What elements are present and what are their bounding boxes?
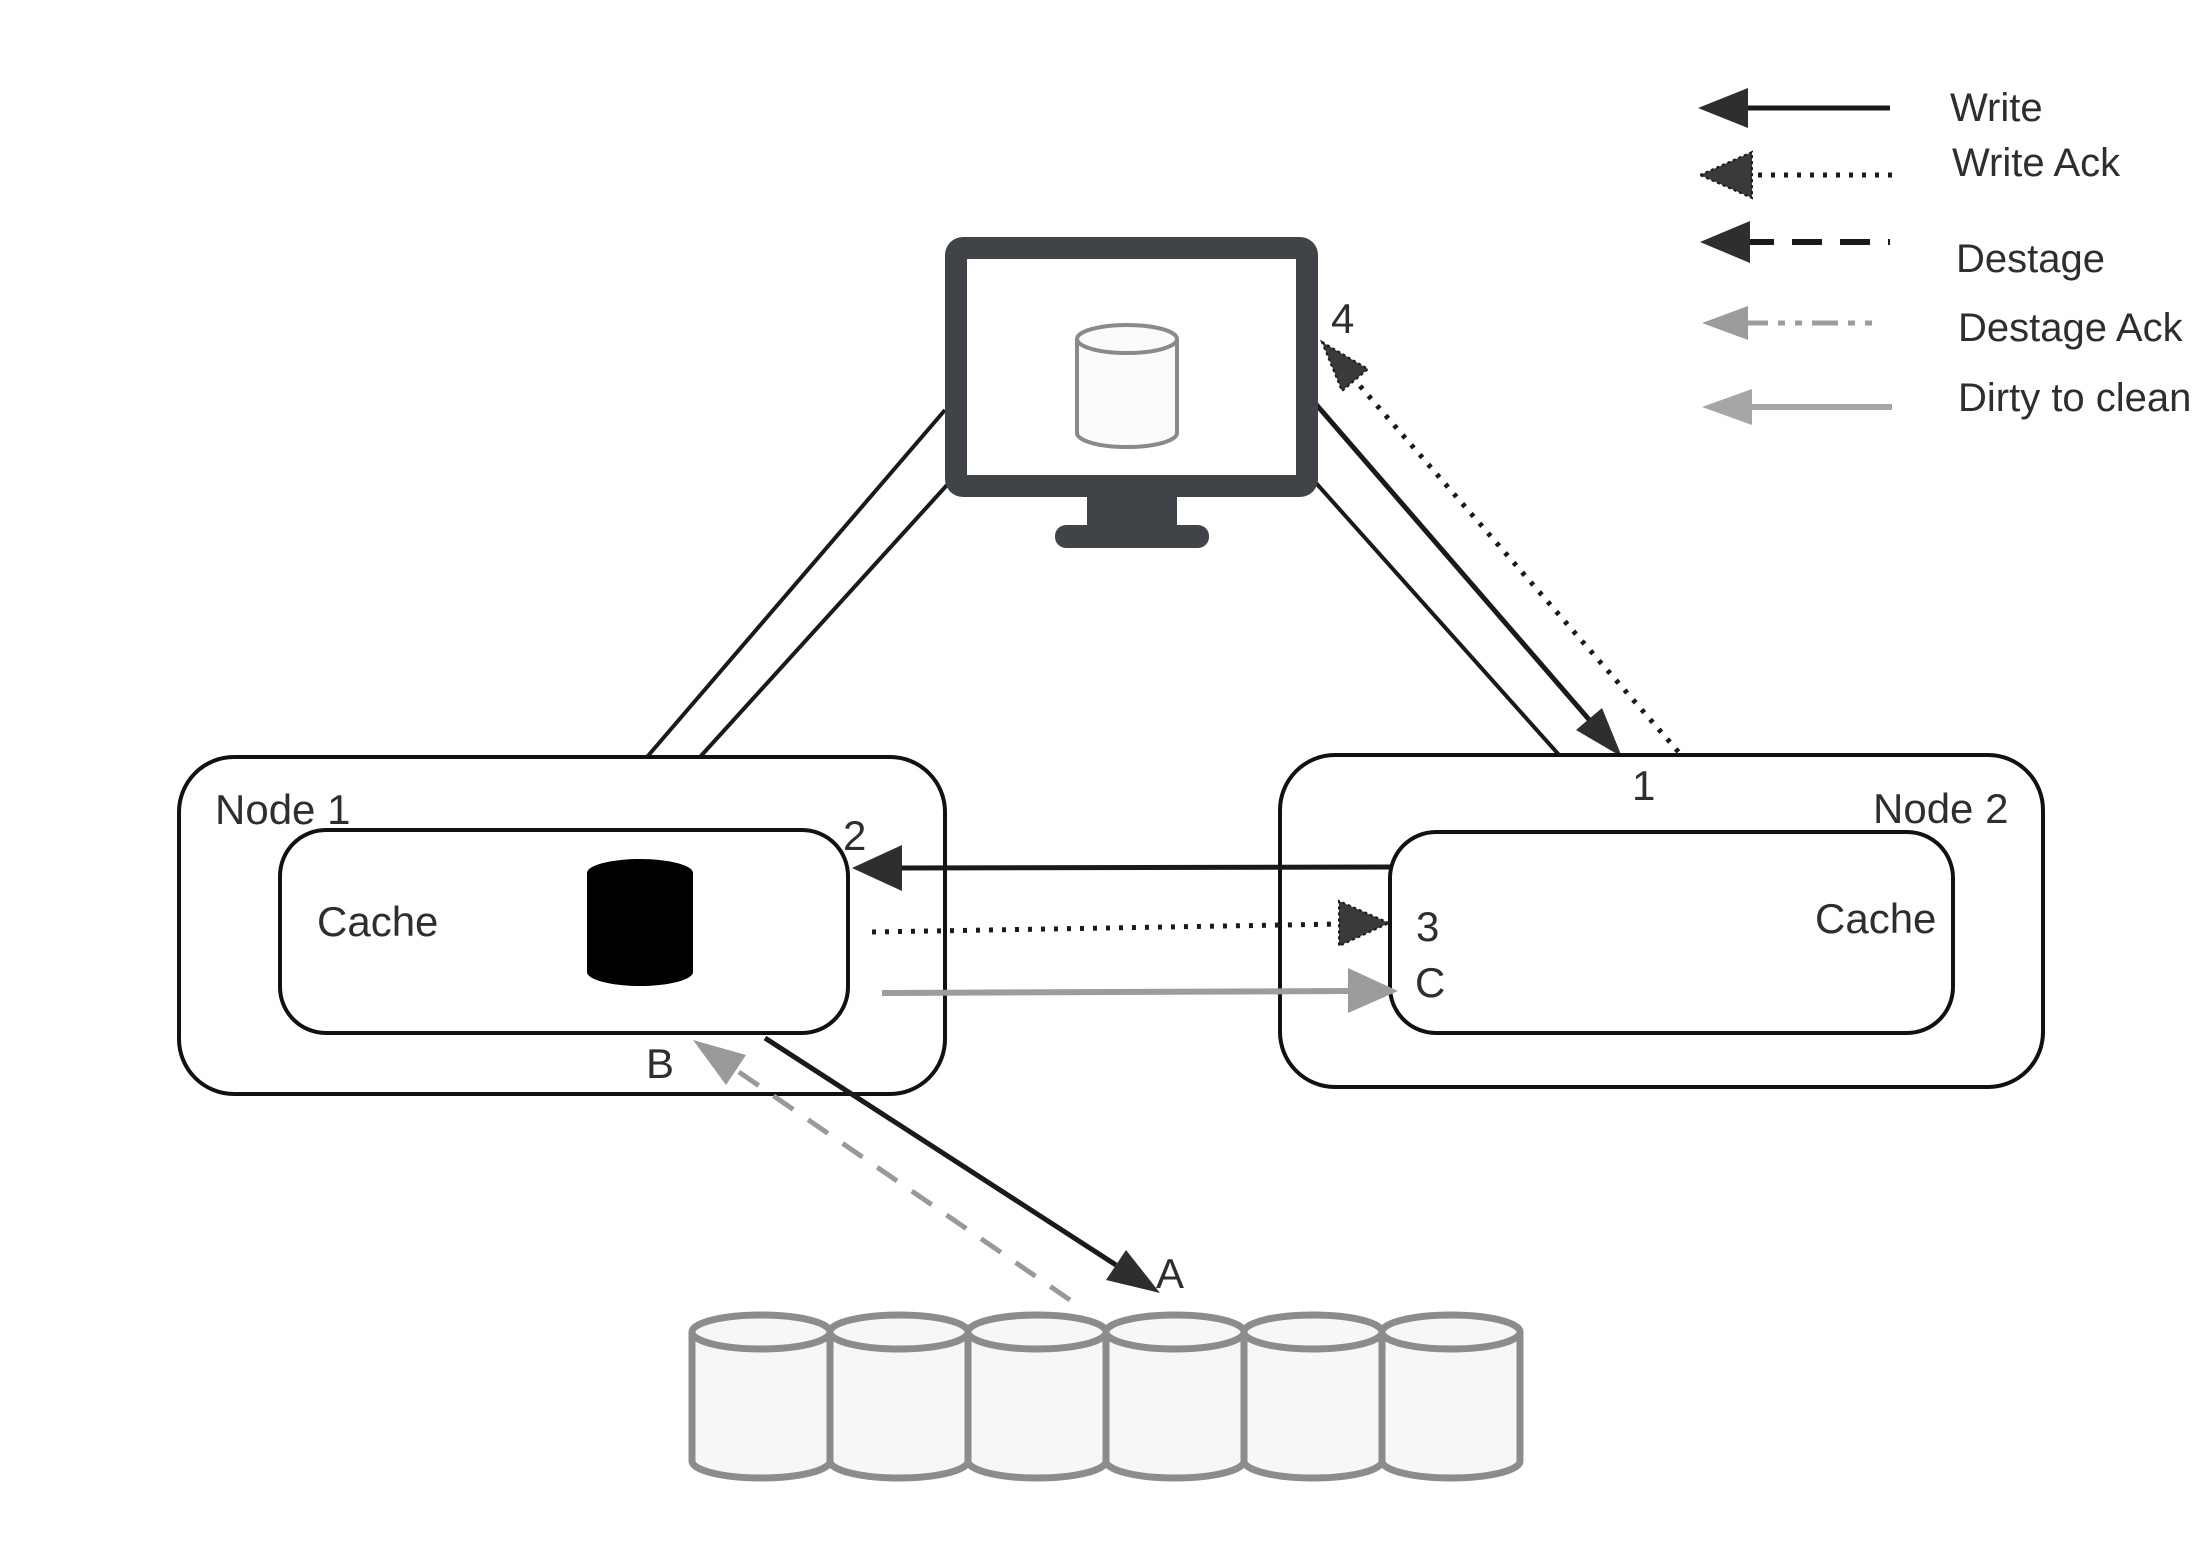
disk-cylinder-icon: [692, 1315, 830, 1478]
host-volume-cylinder-icon: [1075, 323, 1179, 449]
write-arrowhead-icon: [852, 845, 902, 891]
step-labels: 1 2 3 4 A B C: [646, 295, 1655, 1297]
write-ack-arrowhead-icon: [1697, 150, 1753, 200]
legend-item-write-ack: Write Ack: [1697, 141, 2121, 200]
dirty-to-clean-line: [881, 988, 1351, 996]
step-label-C: C: [1415, 959, 1445, 1006]
write-arrowhead-icon: [1698, 88, 1748, 128]
disk-cylinder-icon: [830, 1315, 968, 1478]
destage-ack-line: [734, 1067, 1072, 1303]
monitor-stand-base: [1055, 525, 1209, 548]
host-node1-link-line: [645, 408, 947, 759]
node1-cache-box: [278, 828, 850, 1035]
write-ack-line: [871, 921, 1342, 935]
legend-label-destage: Destage: [1956, 237, 2105, 281]
disk-cylinder-icon: [968, 1315, 1106, 1478]
node1-label: Node 1: [215, 786, 350, 833]
disk-array: [692, 1315, 1520, 1478]
legend-item-destage: Destage: [1700, 221, 2105, 281]
legend-label-write: Write: [1950, 86, 2043, 130]
dirty-data-cylinder-icon: [587, 859, 693, 986]
node2: Node 2 Cache: [1278, 753, 2045, 1089]
legend-item-write: Write: [1698, 86, 2043, 130]
destage-line: [763, 1035, 1118, 1268]
write-ack-line: [1358, 384, 1684, 758]
node1: Node 1 Cache: [177, 755, 947, 1096]
host-node2-link-line: [1314, 481, 1562, 758]
arrow-destage-node1-to-disks: [763, 1035, 1160, 1293]
node2-label: Node 2: [1873, 785, 2008, 832]
disk-cylinder-icon: [1106, 1315, 1244, 1478]
step-label-A: A: [1156, 1250, 1184, 1297]
step-label-4: 4: [1331, 295, 1354, 342]
legend-label-write-ack: Write Ack: [1952, 141, 2121, 185]
legend-item-destage-ack: Destage Ack: [1702, 306, 2184, 350]
write-line: [897, 864, 1391, 871]
arrow-destageack-disks-to-node1: [693, 1040, 1072, 1303]
step-label-1: 1: [1632, 762, 1655, 809]
arrow-write-node2-to-node1: [852, 845, 1391, 891]
arrow-dirtytoclean-node1-to-node2: [881, 968, 1398, 1013]
legend-label-dirty-to-clean: Dirty to clean: [1958, 376, 2191, 420]
host-monitor-icon: [945, 237, 1318, 548]
dirty-to-clean-arrowhead-icon: [1348, 968, 1398, 1013]
step-label-2: 2: [843, 812, 866, 859]
step-label-B: B: [646, 1040, 674, 1087]
disk-cylinder-icon: [1382, 1315, 1520, 1478]
arrow-writeack-node2-to-host: [1319, 339, 1684, 758]
write-arrowhead-icon: [1576, 708, 1622, 757]
write-line: [1306, 393, 1594, 725]
legend: Write Write Ack Destage Destage Ack Dirt…: [1697, 86, 2191, 425]
disk-cylinder-icon: [1244, 1315, 1382, 1478]
write-ack-arrowhead-icon: [1319, 339, 1370, 393]
destage-ack-arrowhead-icon: [693, 1040, 746, 1085]
legend-item-dirty-to-clean: Dirty to clean: [1702, 376, 2191, 425]
destage-ack-arrowhead-icon: [1702, 306, 1748, 340]
step-label-3: 3: [1416, 903, 1439, 950]
node1-cache-label: Cache: [317, 898, 438, 945]
write-ack-arrowhead-icon: [1338, 899, 1392, 948]
node2-cache-label: Cache: [1815, 895, 1936, 942]
node2-cache-box: [1388, 830, 1955, 1035]
arrow-writeack-node1-to-node2: [871, 899, 1392, 948]
arrow-write-host-to-node2: [1306, 393, 1622, 757]
dirty-to-clean-arrowhead-icon: [1702, 389, 1752, 425]
destage-arrowhead-icon: [1700, 221, 1750, 263]
legend-label-destage-ack: Destage Ack: [1958, 306, 2184, 350]
host-links: [645, 408, 1562, 759]
destage-arrowhead-icon: [1106, 1250, 1160, 1293]
host-node1-link-line: [698, 483, 949, 759]
